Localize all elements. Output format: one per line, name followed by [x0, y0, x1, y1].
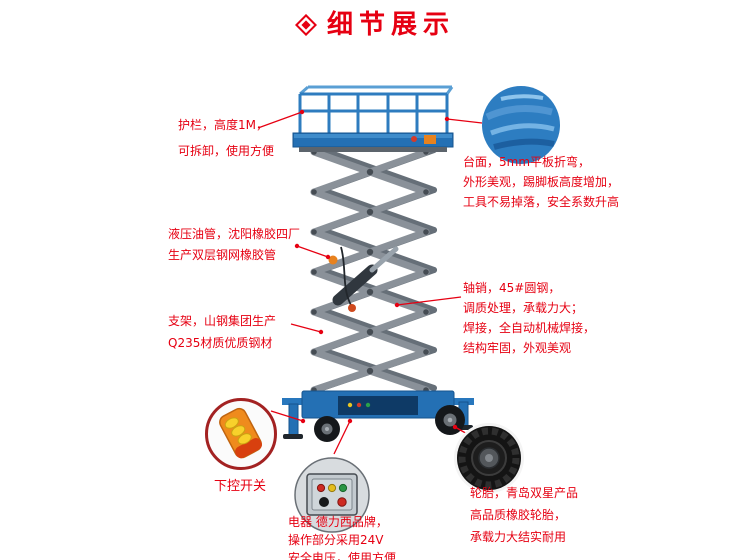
- callout-lower-switch-line-1: 下控开关: [214, 479, 267, 494]
- callout-axle-line-1: 轴销，45#圆钢，: [463, 281, 561, 295]
- diamond-icon: [294, 14, 317, 36]
- callout-platform-line-3: 工具不易掉落，安全系数升高: [463, 195, 620, 209]
- guardrail: [298, 85, 454, 133]
- callout-connectors: [257, 109, 483, 455]
- callout-tires-line-3: 承载力大结实耐用: [470, 530, 567, 544]
- page-header: 细节展示: [0, 10, 750, 40]
- callout-lower-switch: 下控开关: [214, 476, 266, 497]
- callout-tires-line-2: 高品质橡胶轮胎，: [470, 508, 567, 522]
- callout-axle-line-3: 焊接，全自动机械焊接，: [463, 321, 596, 335]
- tire-photo: [454, 423, 524, 493]
- callout-electrical-line-3: 安全电压，使用方便: [288, 551, 397, 560]
- callout-frame-line-2: Q235材质优质钢材: [168, 336, 273, 350]
- callout-frame-line-1: 支架，山钢集团生产: [168, 314, 277, 328]
- callout-frame: 支架，山钢集团生产 Q235材质优质钢材: [168, 310, 276, 354]
- callout-platform: 台面，5mm平板折弯， 外形美观，踢脚板高度增加， 工具不易掉落，安全系数升高: [463, 152, 619, 212]
- callout-guardrail-line-2: 可拆卸，使用方便: [178, 144, 275, 158]
- callout-platform-line-2: 外形美观，踢脚板高度增加，: [463, 175, 620, 189]
- callout-axle-line-4: 结构牢固，外观美观: [463, 341, 572, 355]
- remote-control-photo: [205, 398, 277, 470]
- callout-axle-line-2: 调质处理，承载力大；: [463, 301, 584, 315]
- callout-guardrail: 护栏，高度1M， 可拆卸，使用方便: [178, 112, 274, 164]
- control-box-photo: [294, 457, 370, 533]
- callout-platform-line-1: 台面，5mm平板折弯，: [463, 155, 591, 169]
- callout-tires: 轮胎，青岛双星产品 高品质橡胶轮胎， 承载力大结实耐用: [470, 482, 578, 548]
- wheels: [314, 405, 465, 442]
- callout-hydraulic-line-1: 液压油管，沈阳橡胶四厂: [168, 227, 301, 241]
- callout-hydraulic-pipe: 液压油管，沈阳橡胶四厂 生产双层钢网橡胶管: [168, 224, 300, 266]
- callout-axle-pin: 轴销，45#圆钢， 调质处理，承载力大； 焊接，全自动机械焊接， 结构牢固，外观…: [463, 278, 595, 358]
- callout-guardrail-line-1: 护栏，高度1M，: [178, 118, 268, 132]
- callout-electrical-line-2: 操作部分采用24V: [288, 533, 384, 547]
- callout-electrical: 电器 德力西品牌， 操作部分采用24V 安全电压，使用方便: [288, 513, 396, 560]
- platform-deck: [292, 132, 454, 152]
- callout-tires-line-1: 轮胎，青岛双星产品: [470, 486, 579, 500]
- page-title: 细节展示: [326, 10, 455, 40]
- hydraulic-cylinder: [328, 246, 399, 312]
- callout-electrical-line-1: 电器 德力西品牌，: [288, 515, 388, 529]
- callout-hydraulic-line-2: 生产双层钢网橡胶管: [168, 248, 277, 262]
- platform-detail-photo: [482, 86, 560, 164]
